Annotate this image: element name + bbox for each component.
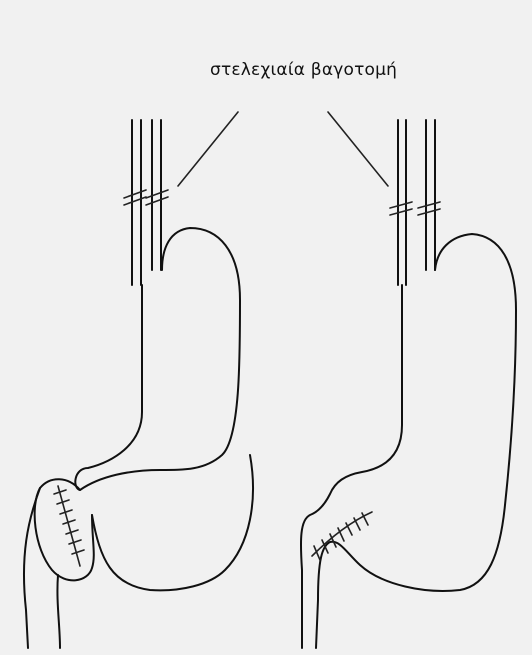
left-suture-stitches (54, 490, 84, 554)
left-vagal-trunks (124, 120, 168, 285)
left-duodenum (24, 488, 40, 648)
right-stomach-gastrojejunostomy (301, 120, 516, 648)
caption-pointer-left (178, 112, 238, 186)
right-vagal-trunks (390, 120, 440, 285)
left-suture-line (58, 486, 80, 566)
left-pylorus-bulge (35, 479, 94, 580)
left-stomach-pyloroplasty (24, 120, 253, 648)
right-suture-line (312, 512, 372, 556)
caption-pointer-right (328, 112, 388, 186)
right-stomach-outline (301, 285, 402, 648)
left-stomach-outline (75, 228, 240, 490)
diagram-caption: στελεχιαία βαγοτομή (210, 60, 397, 80)
